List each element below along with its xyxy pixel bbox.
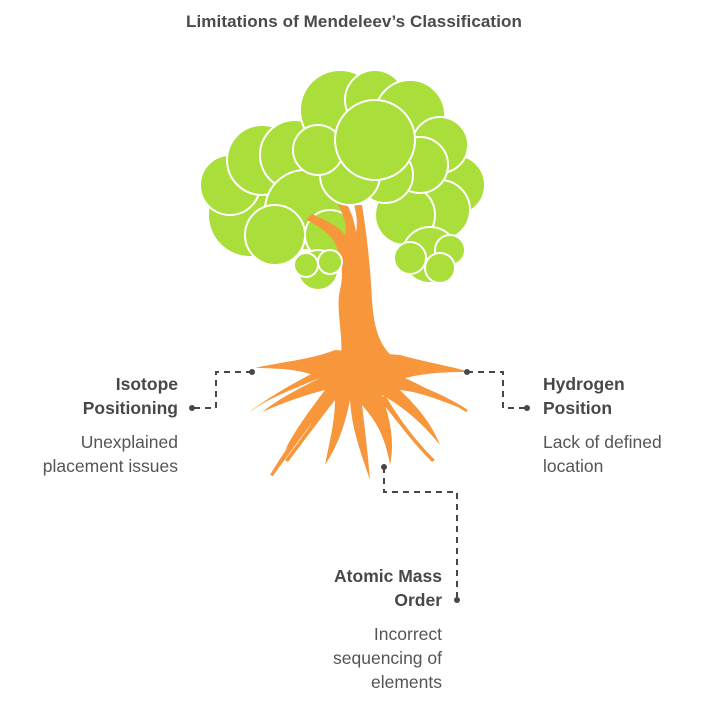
foliage-front <box>292 69 469 291</box>
dot-isotope-label <box>189 405 195 411</box>
foliage-small-right <box>393 226 466 284</box>
trunk-and-roots <box>250 203 470 480</box>
dot-hydrogen-label <box>524 405 530 411</box>
limitation-description: Incorrect sequencing of elements <box>333 624 442 692</box>
limitation-description: Unexplained placement issues <box>42 432 178 476</box>
limitation-atomic-mass: Atomic Mass Order Incorrect sequencing o… <box>242 564 442 694</box>
foliage-top-crown <box>292 69 469 206</box>
foliage-left-cluster <box>199 119 356 266</box>
connector-dots <box>189 369 530 603</box>
connector-atomic-mass <box>383 467 458 600</box>
root-lower-right <box>380 395 435 462</box>
limitation-description: Lack of defined location <box>543 432 662 476</box>
trunk-base <box>255 350 470 480</box>
connectors <box>192 371 527 600</box>
root-right-branch <box>392 378 468 412</box>
root-lower-left <box>285 395 335 462</box>
limitation-heading: Atomic Mass Order <box>334 566 442 610</box>
root-lower-left2 <box>270 400 325 476</box>
limitation-hydrogen: Hydrogen Position Lack of defined locati… <box>543 372 708 478</box>
connector-hydrogen <box>467 371 527 409</box>
limitation-heading: Hydrogen Position <box>543 374 625 418</box>
dot-isotope-root <box>249 369 255 375</box>
limitation-heading: Isotope Positioning <box>82 374 178 418</box>
trunk <box>306 203 400 362</box>
limitation-isotope: Isotope Positioning Unexplained placemen… <box>0 372 178 478</box>
dot-atomic-root <box>381 464 387 470</box>
diagram-title: Limitations of Mendeleev’s Classificatio… <box>186 12 522 31</box>
connector-isotope <box>192 371 252 409</box>
foliage-small-left <box>293 249 343 291</box>
root-left-long <box>250 372 320 412</box>
dot-hydrogen-root <box>464 369 470 375</box>
dot-atomic-label <box>454 597 460 603</box>
